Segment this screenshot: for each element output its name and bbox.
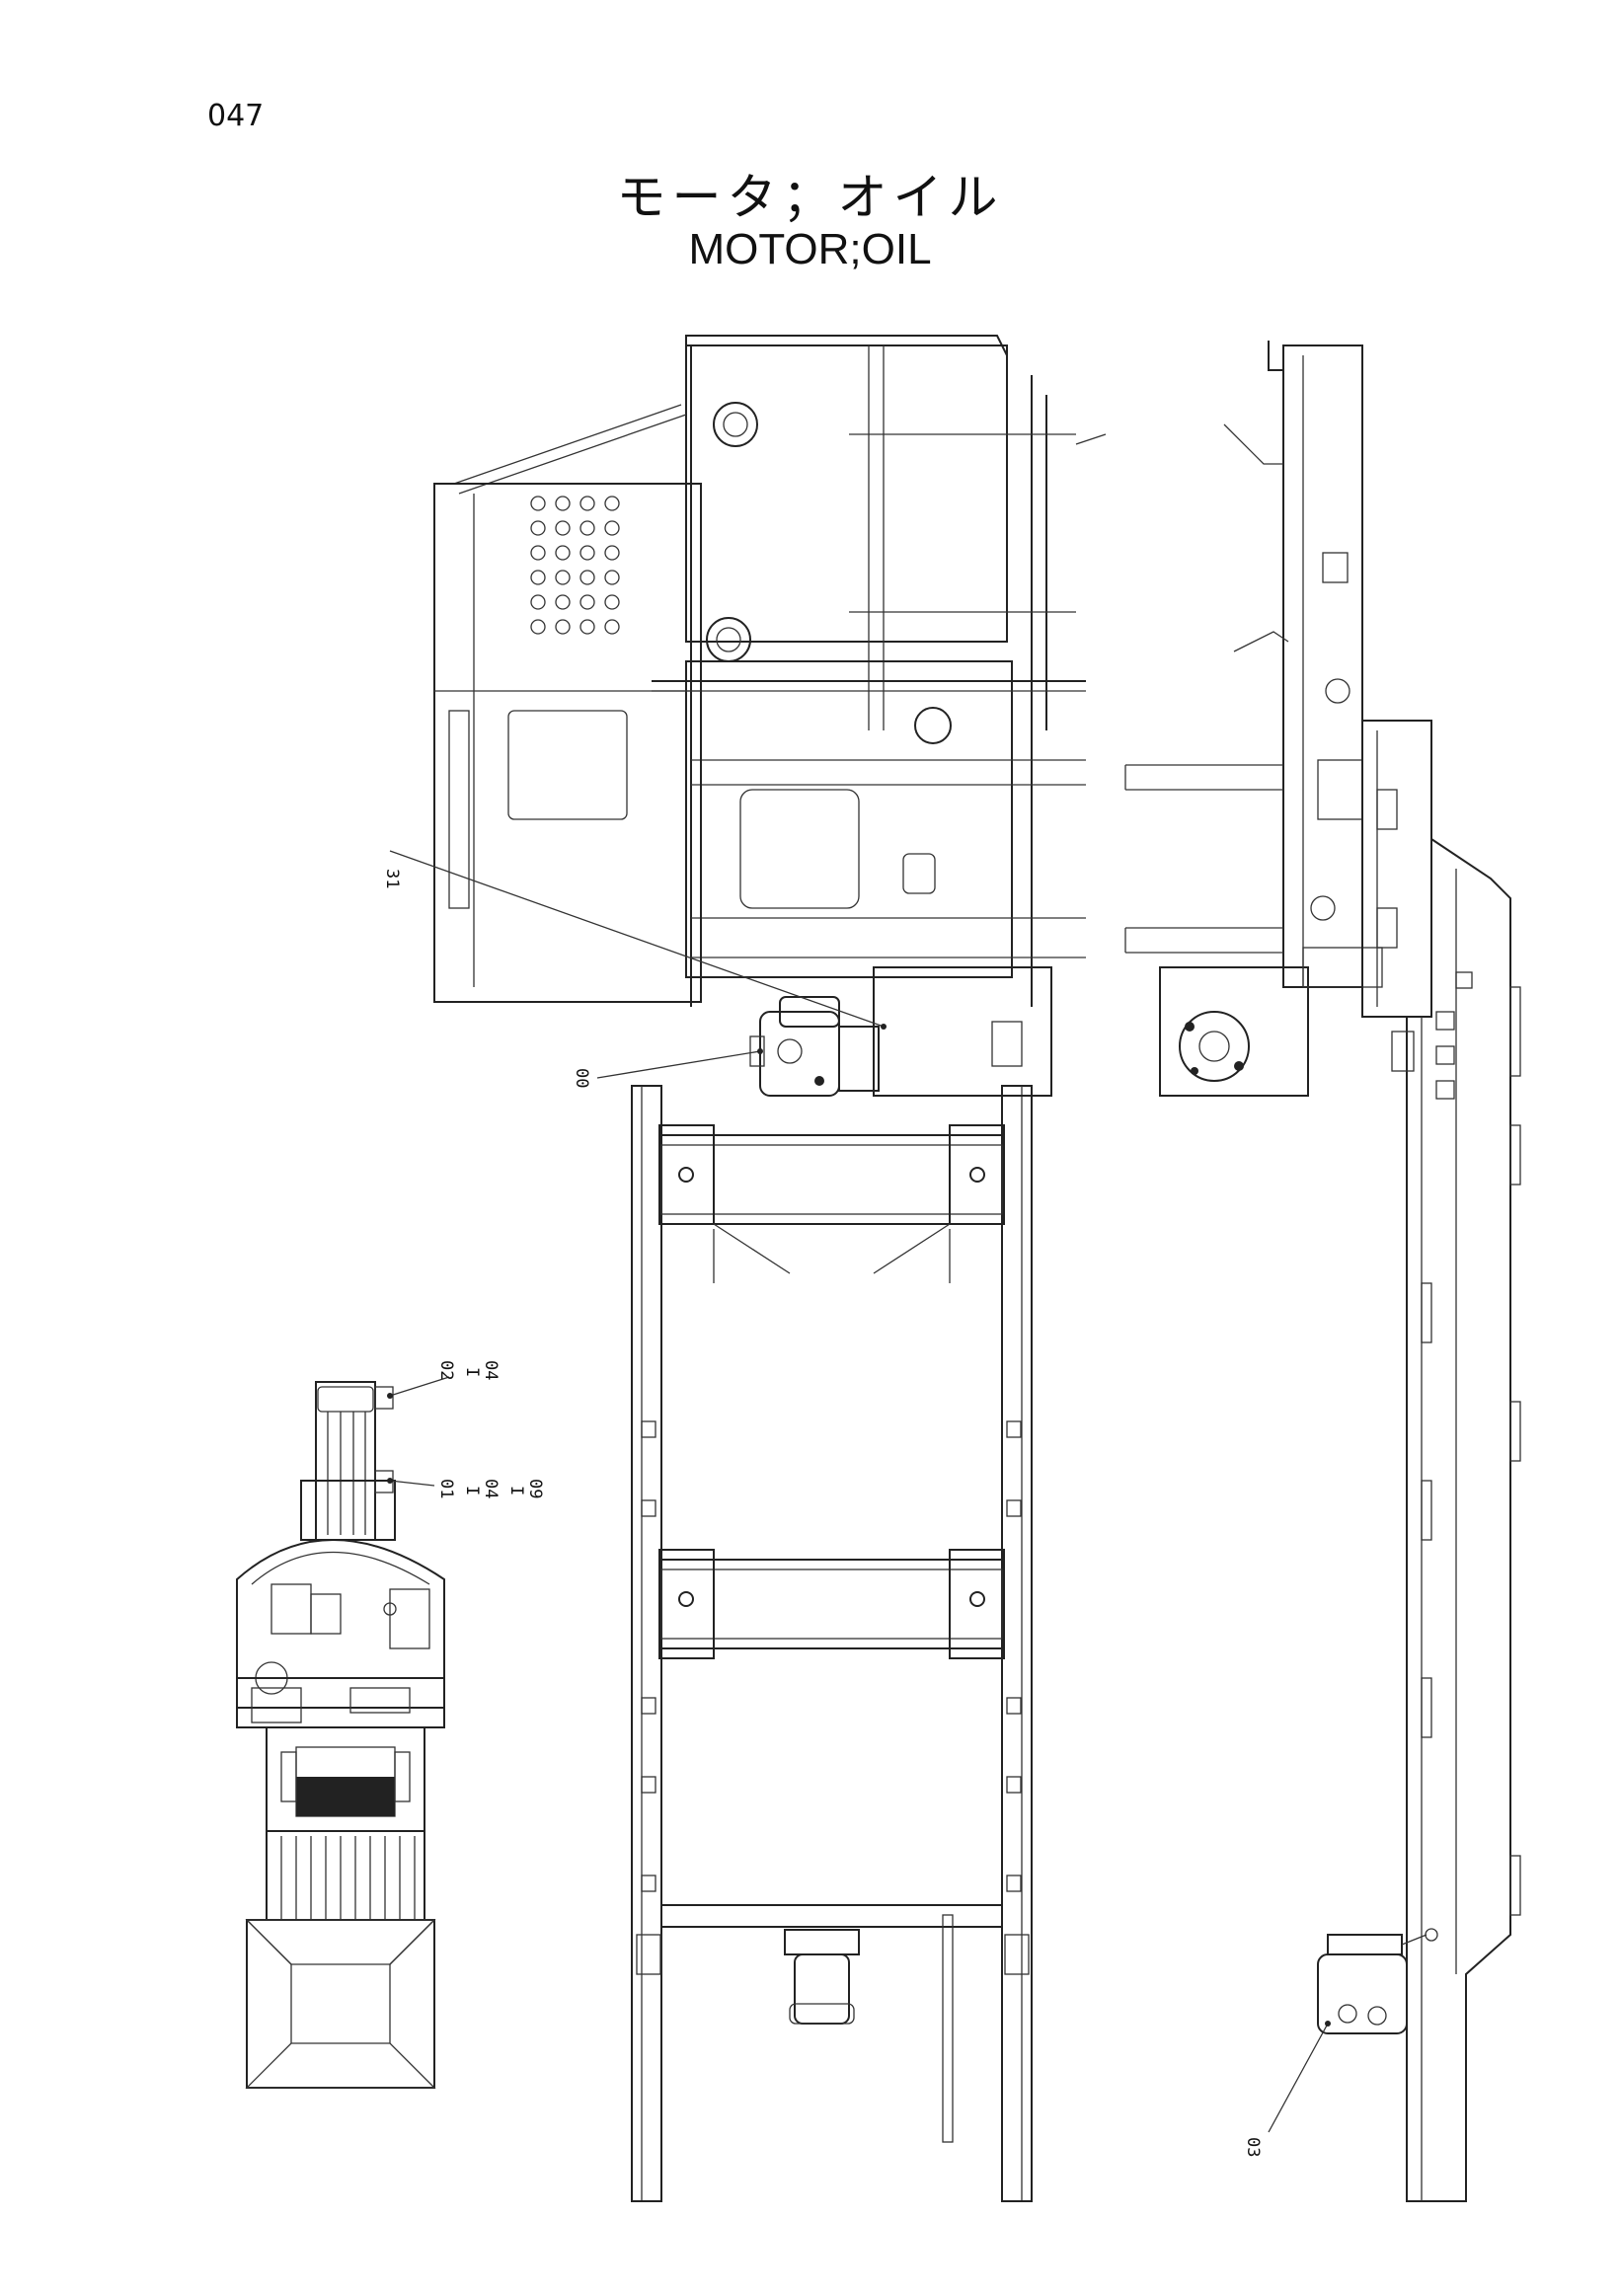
oil-motor-lower xyxy=(784,1929,860,2025)
oil-motor-main xyxy=(749,966,1052,1097)
upper-frame xyxy=(453,335,1107,1007)
callout-labels: 31 00 02 I 04 01 I 04 I 09 03 xyxy=(382,869,1263,2157)
callout-01-to: 09 xyxy=(525,1479,545,1498)
leader-lines xyxy=(387,850,1331,2133)
callout-02-dash: I xyxy=(462,1367,482,1377)
oil-motor-side xyxy=(1317,1928,1438,2034)
callout-01: 01 xyxy=(436,1479,456,1498)
callout-02: 02 xyxy=(436,1360,456,1380)
callout-01-mid: 04 xyxy=(481,1479,501,1498)
callout-00: 00 xyxy=(572,1068,591,1088)
callout-03: 03 xyxy=(1243,2137,1263,2157)
page-number: 047 xyxy=(207,99,265,133)
callout-31: 31 xyxy=(382,869,402,888)
side-view-frame xyxy=(1124,341,1521,2202)
main-frame xyxy=(631,1085,1033,2202)
title-english: MOTOR;OIL xyxy=(688,225,932,273)
left-panel xyxy=(433,483,702,1003)
callout-01-dash-1: I xyxy=(462,1486,482,1495)
callout-01-dash-2: I xyxy=(506,1486,526,1495)
callout-02-to: 04 xyxy=(481,1360,501,1380)
title-japanese: モータ；オイル xyxy=(616,169,1004,226)
inset-view xyxy=(236,1381,445,2089)
